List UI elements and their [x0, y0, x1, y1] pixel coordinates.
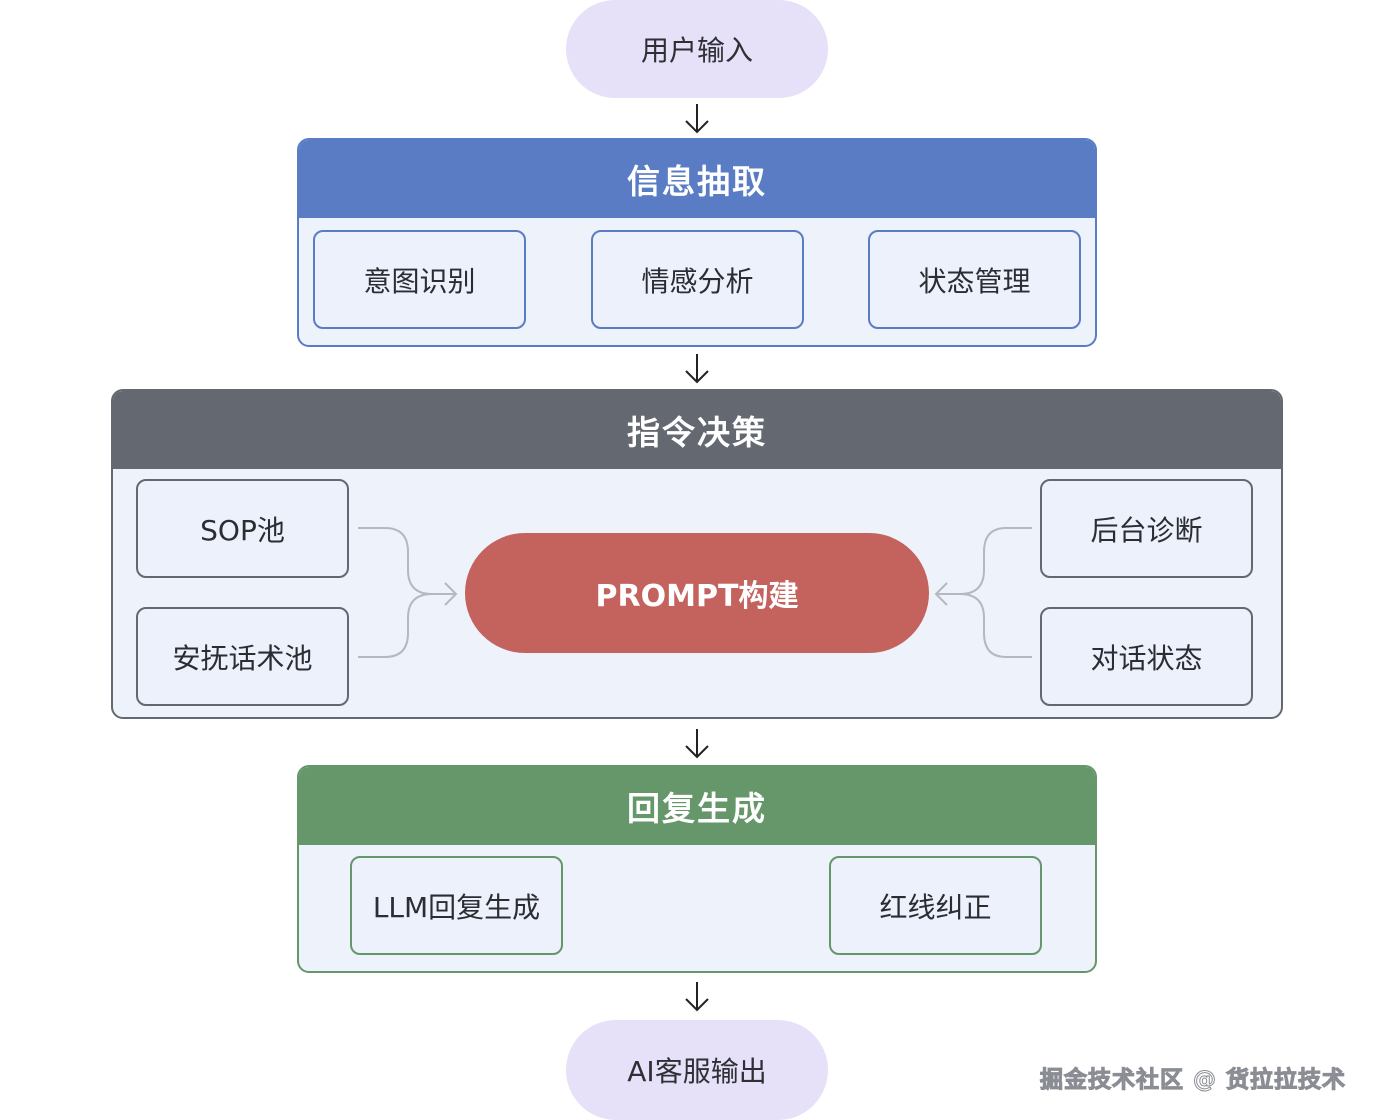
extraction-item-label: 情感分析 — [641, 264, 754, 298]
decision-item-label: 后台诊断 — [1090, 513, 1203, 547]
prompt-build-node: PROMPT构建 — [465, 533, 929, 653]
ai-output-label: AI客服输出 — [627, 1055, 767, 1088]
generation-title: 回复生成 — [627, 789, 767, 828]
generation-item-label: 红线纠正 — [879, 890, 992, 924]
arrow-down-icon — [685, 354, 709, 384]
decision-header: 指令决策 — [113, 391, 1281, 469]
extraction-item-label: 状态管理 — [918, 264, 1031, 298]
extraction-item-sentiment: 情感分析 — [591, 230, 804, 329]
extraction-item-intent: 意图识别 — [313, 230, 526, 329]
watermark-text: 掘金技术社区 @ 货拉拉技术 — [1039, 1067, 1347, 1094]
prompt-build-label: PROMPT构建 — [595, 579, 799, 614]
extraction-item-label: 意图识别 — [363, 264, 476, 298]
ai-output-node: AI客服输出 — [566, 1020, 828, 1120]
decision-item-label: 对话状态 — [1090, 641, 1203, 675]
watermark: 掘金技术社区 @ 货拉拉技术 — [1039, 1060, 1347, 1094]
extraction-title: 信息抽取 — [627, 162, 767, 201]
decision-item-label: 安抚话术池 — [172, 641, 313, 675]
user-input-node: 用户输入 — [566, 0, 828, 98]
decision-item-dialog-state: 对话状态 — [1040, 607, 1253, 706]
arrow-down-icon — [685, 104, 709, 134]
generation-item-llm-reply: LLM回复生成 — [350, 856, 563, 955]
decision-title: 指令决策 — [627, 413, 767, 452]
extraction-header: 信息抽取 — [299, 140, 1095, 218]
decision-item-comfort-pool: 安抚话术池 — [136, 607, 349, 706]
generation-item-label: LLM回复生成 — [372, 890, 541, 924]
decision-item-sop-pool: SOP池 — [136, 479, 349, 578]
generation-item-redline-fix: 红线纠正 — [829, 856, 1042, 955]
decision-item-backend-diagnosis: 后台诊断 — [1040, 479, 1253, 578]
arrow-down-icon — [685, 729, 709, 759]
generation-header: 回复生成 — [299, 767, 1095, 845]
arrow-down-icon — [685, 982, 709, 1012]
user-input-label: 用户输入 — [640, 34, 753, 67]
decision-item-label: SOP池 — [200, 513, 285, 547]
extraction-item-state: 状态管理 — [868, 230, 1081, 329]
